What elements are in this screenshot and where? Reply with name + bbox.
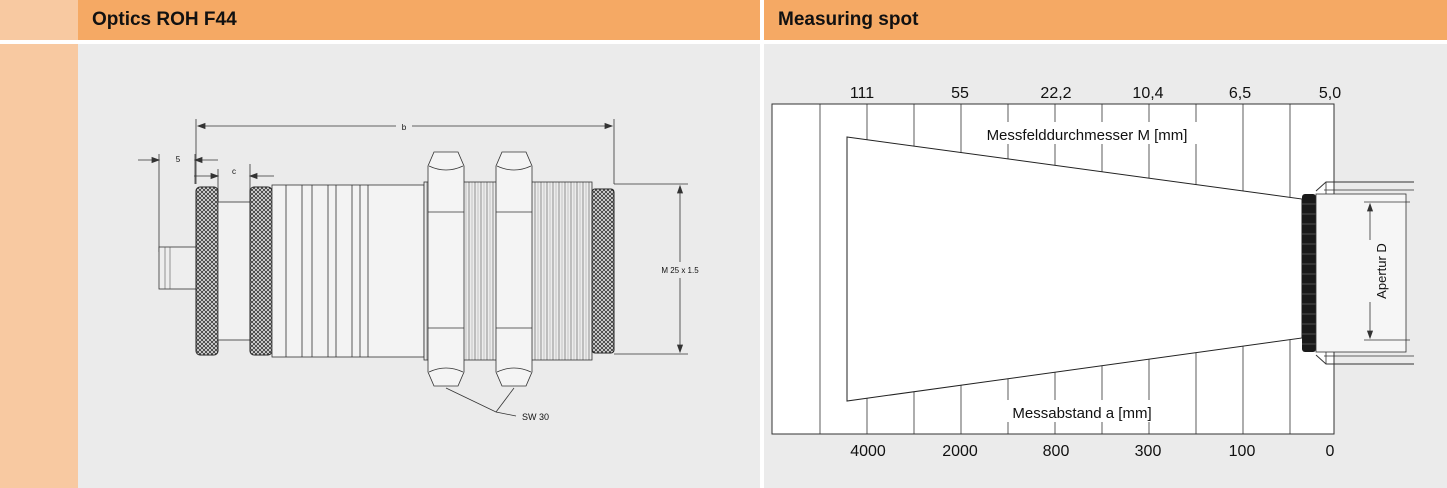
knurled-ring-front	[195, 186, 219, 356]
top-scale-label: 111	[850, 85, 874, 102]
optics-drawing-panel: b 5 c	[78, 44, 760, 488]
optics-head	[1302, 181, 1414, 365]
connector-pin	[158, 246, 198, 290]
bottom-scale-label: 0	[1326, 443, 1335, 460]
top-scale-label: 6,5	[1229, 85, 1251, 102]
dimension-thread	[614, 183, 688, 355]
bottom-scale-label: 800	[1043, 443, 1070, 460]
dimension-b-label: b	[402, 123, 407, 132]
bottom-scale-label: 4000	[850, 443, 886, 460]
body-left-margin	[0, 44, 78, 488]
knurled-ring-rear	[249, 186, 273, 356]
hex-nut-2	[495, 151, 533, 387]
top-scale-label: 10,4	[1132, 85, 1163, 102]
bottom-scale-label: 2000	[942, 443, 978, 460]
aperture-label: Apertur D	[1374, 243, 1389, 299]
wrench-size-label: SW 30	[522, 412, 549, 422]
top-scale-label: 55	[951, 85, 969, 102]
optics-body	[271, 184, 425, 358]
measuring-spot-panel: 111 55 22,2 10,4 6,5 5,0 4000 2000 800 3…	[764, 44, 1447, 488]
bottom-scale-label: 300	[1135, 443, 1162, 460]
thread-label: M 25 x 1.5	[661, 266, 699, 275]
measuring-spot-diagram: 111 55 22,2 10,4 6,5 5,0 4000 2000 800 3…	[771, 85, 1414, 460]
bottom-scale-label: 100	[1229, 443, 1256, 460]
optics-drawing: b 5 c	[138, 119, 699, 422]
top-axis-label: Messfelddurchmesser M [mm]	[987, 127, 1188, 144]
optics-title: Optics ROH F44	[78, 0, 760, 40]
aperture-dimension	[1364, 201, 1410, 341]
dimension-c-label: c	[232, 167, 236, 176]
measuring-spot-title: Measuring spot	[764, 0, 1447, 40]
top-scale-label: 5,0	[1319, 85, 1341, 102]
header-left-margin	[0, 0, 78, 40]
wrench-size-leader	[445, 387, 517, 417]
top-scale-label: 22,2	[1040, 85, 1071, 102]
bottom-axis-label: Messabstand a [mm]	[1012, 405, 1151, 422]
hex-nut-1	[427, 151, 465, 387]
dimension-5	[138, 154, 218, 252]
dimension-5-label: 5	[176, 155, 181, 164]
front-knurled-cap	[591, 188, 615, 354]
